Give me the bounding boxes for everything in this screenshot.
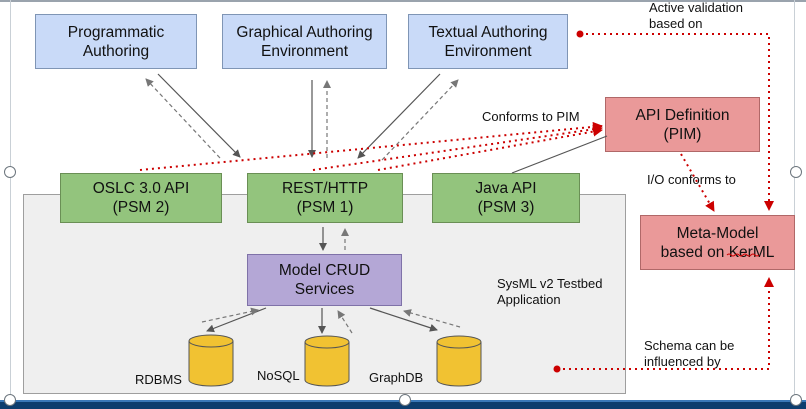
meta-model-box[interactable]: Meta-Model based on KerML — [640, 215, 795, 270]
rest-conforms-to-pim-arrow — [312, 124, 603, 171]
oslc-api-box[interactable]: OSLC 3.0 API (PSM 2) — [60, 173, 222, 223]
rest-conforms-to-pim-arrow-2 — [377, 126, 603, 171]
frame-top-border — [0, 0, 806, 2]
programmatic-authoring-box[interactable]: Programmatic Authoring — [35, 14, 197, 69]
nosql-database-icon — [304, 335, 350, 387]
rest-to-textual-arrow — [381, 79, 459, 161]
resize-handle-bottom-left[interactable] — [4, 394, 16, 406]
textual-authoring-box[interactable]: Textual Authoring Environment — [408, 14, 568, 69]
conforms-to-pim-label: Conforms to PIM — [482, 109, 580, 124]
rest-http-box[interactable]: REST/HTTP (PSM 1) — [247, 173, 403, 223]
graphdb-label: GraphDB — [369, 370, 424, 385]
nosql-to-crud-arrow — [337, 310, 353, 334]
crud-to-graphdb-arrow — [369, 307, 438, 332]
rdbms-to-crud-arrow — [201, 307, 259, 323]
java-to-pim-line — [511, 135, 608, 174]
graphical-authoring-box[interactable]: Graphical Authoring Environment — [222, 14, 387, 69]
resize-handle-bottom-right[interactable] — [790, 394, 802, 406]
rdbms-database-icon — [188, 334, 234, 387]
programmatic-to-rest-arrow — [157, 73, 241, 158]
graphdb-database-icon — [436, 335, 482, 387]
rest-to-programmatic-arrow — [145, 78, 221, 159]
resize-handle-bottom[interactable] — [399, 394, 411, 406]
kerml-spellcheck-underline — [726, 253, 760, 257]
nosql-label: NoSQL — [257, 368, 300, 383]
schema-influenced-label: Schema can be influenced by — [644, 338, 735, 369]
oslc-conforms-to-pim-arrow — [139, 121, 603, 171]
api-definition-pim-box[interactable]: API Definition (PIM) — [605, 97, 760, 152]
textual-to-rest-arrow — [357, 73, 441, 159]
resize-handle-left[interactable] — [4, 166, 16, 178]
model-crud-services-box[interactable]: Model CRUD Services — [247, 254, 402, 306]
rdbms-label: RDBMS — [135, 372, 182, 387]
meta-model-label: Meta-Model based on KerML — [660, 224, 775, 261]
resize-handle-right[interactable] — [790, 166, 802, 178]
schema-influence-arrow — [557, 277, 774, 370]
active-validation-arrow — [580, 33, 774, 211]
frame-left-border — [10, 0, 11, 400]
testbed-application-label: SysML v2 Testbed Application — [497, 276, 603, 307]
active-validation-label: Active validation based on — [649, 0, 743, 31]
frame-right-border — [794, 0, 795, 400]
java-api-box[interactable]: Java API (PSM 3) — [432, 173, 580, 223]
graphdb-to-crud-arrow — [403, 309, 461, 328]
pim-io-conforms-arrow — [680, 153, 715, 212]
io-conforms-label: I/O conforms to — [647, 172, 736, 187]
